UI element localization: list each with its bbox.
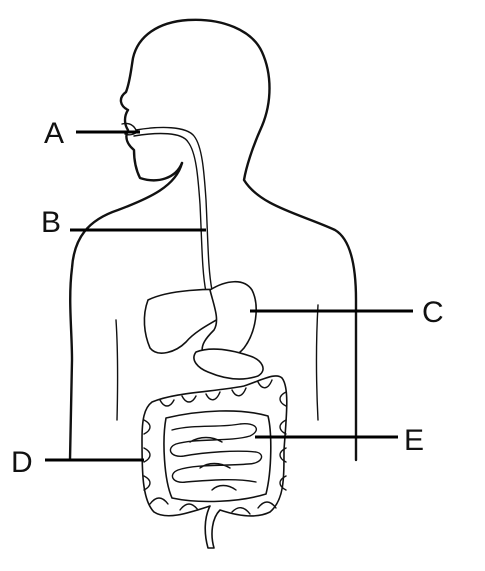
body-outline [68, 18, 358, 462]
small-intestine [163, 410, 272, 503]
label-c: C [422, 296, 444, 329]
colon-folds [143, 379, 287, 515]
esophagus [133, 126, 213, 293]
pancreas [193, 348, 264, 380]
label-a: A [44, 117, 64, 150]
label-e: E [404, 424, 424, 457]
label-d: D [11, 446, 33, 479]
label-b: B [41, 206, 61, 239]
